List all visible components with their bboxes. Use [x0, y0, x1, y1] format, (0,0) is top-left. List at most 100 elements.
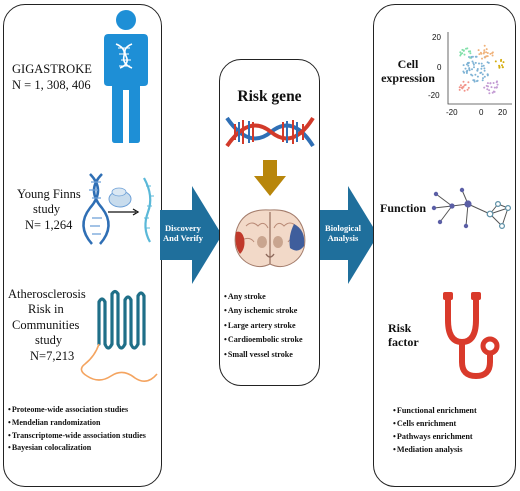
analysis-item: Functional enrichment — [393, 404, 477, 417]
umap-point — [488, 92, 491, 95]
umap-point — [498, 66, 501, 69]
gigastroke-title: GIGASTROKE — [12, 62, 92, 76]
brain-icon — [234, 209, 306, 268]
umap-point — [488, 89, 491, 92]
dna-helix-icon — [225, 116, 315, 148]
umap-point — [480, 65, 483, 68]
biological-arrow-label: Biological Analysis — [320, 223, 366, 243]
umap-plot — [447, 32, 512, 105]
umap-point — [458, 86, 461, 89]
umap-point — [493, 86, 496, 89]
umap-point — [485, 48, 488, 51]
umap-point — [478, 62, 480, 65]
stroke-item: Any ischemic stroke — [224, 304, 303, 318]
stroke-item: Large artery stroke — [224, 319, 303, 333]
umap-point — [495, 86, 498, 89]
umap-point — [486, 82, 489, 85]
risk-factor-label-1: Risk — [388, 321, 412, 335]
umap-point — [463, 53, 466, 56]
umap-point — [483, 86, 486, 89]
umap-point — [465, 47, 467, 50]
cell-expression-label-1: Cell — [397, 57, 419, 71]
young-finns-title-1: Young Finns — [17, 187, 81, 201]
biological-label-1: Biological — [325, 223, 361, 233]
umap-point — [491, 54, 494, 57]
umap-point — [481, 73, 484, 76]
umap-point — [473, 80, 476, 83]
umap-point — [491, 91, 494, 94]
umap-point — [492, 82, 495, 84]
umap-point — [485, 51, 488, 54]
network-icon — [431, 187, 511, 229]
young-finns-count: N= 1,264 — [25, 218, 73, 232]
method-item: Mendelian randomization — [8, 417, 146, 430]
umap-point — [467, 86, 470, 89]
umap-point — [483, 75, 486, 78]
y-tick-20: 20 — [432, 33, 441, 42]
umap-point — [477, 49, 480, 52]
umap-point — [486, 61, 489, 64]
umap-point — [464, 67, 467, 70]
umap-point — [483, 44, 486, 47]
stroke-item: Cardioembolic stroke — [224, 333, 303, 347]
umap-point — [478, 53, 481, 56]
umap-point — [480, 62, 483, 65]
umap-point — [486, 88, 489, 91]
gigastroke-count: N = 1, 308, 406 — [12, 78, 91, 92]
umap-point — [471, 55, 474, 58]
umap-point — [473, 66, 475, 69]
y-tick-neg20: -20 — [428, 91, 440, 100]
discovery-label-1: Discovery — [165, 223, 201, 233]
umap-point — [495, 81, 498, 84]
analysis-item: Pathways enrichment — [393, 430, 477, 443]
dna-transcription-icon — [82, 173, 154, 245]
analysis-item: Cells enrichment — [393, 417, 477, 430]
biological-arrow — [320, 186, 378, 284]
umap-point — [474, 55, 477, 58]
analysis-item: Mediation analysis — [393, 443, 477, 456]
aric-title-1: Atherosclerosis — [8, 287, 86, 301]
umap-point — [460, 53, 462, 56]
umap-point — [502, 61, 505, 64]
y-tick-0: 0 — [437, 63, 442, 72]
aric-title-2: Risk in — [28, 302, 64, 316]
umap-point — [479, 72, 482, 74]
umap-point — [480, 52, 483, 55]
aric-title-4: study — [35, 333, 63, 347]
discovery-arrow-label: Discovery And Verify — [160, 223, 206, 243]
umap-point — [489, 52, 492, 55]
cell-expression-label-2: expression — [381, 70, 435, 85]
umap-point — [459, 84, 462, 87]
umap-point — [482, 77, 484, 80]
discovery-label-2: And Verify — [163, 233, 203, 244]
umap-point — [461, 87, 464, 90]
umap-point — [486, 52, 489, 54]
umap-point — [466, 69, 469, 72]
umap-point — [462, 64, 465, 67]
method-item: Bayesian colocalization — [8, 442, 146, 455]
umap-point — [471, 68, 473, 71]
umap-point — [469, 56, 472, 59]
umap-point — [487, 85, 489, 88]
x-tick-0: 0 — [479, 108, 484, 117]
umap-point — [481, 57, 483, 60]
method-item: Proteome-wide association studies — [8, 404, 146, 417]
umap-point — [482, 52, 485, 55]
umap-point — [458, 88, 461, 91]
young-finns-title-2: study — [33, 202, 61, 216]
umap-point — [498, 64, 501, 67]
umap-point — [467, 81, 470, 84]
umap-point — [484, 55, 487, 58]
umap-point — [472, 63, 475, 66]
umap-point — [463, 84, 466, 87]
umap-point — [474, 61, 477, 64]
risk-factor-label: Risk factor — [388, 321, 419, 350]
umap-point — [476, 68, 479, 70]
umap-point — [466, 88, 469, 91]
stroke-item: Any stroke — [224, 290, 303, 304]
biological-label-2: Analysis — [327, 233, 359, 244]
umap-point — [501, 66, 504, 69]
umap-point — [476, 75, 479, 78]
umap-point — [480, 67, 483, 70]
umap-point — [481, 79, 484, 82]
